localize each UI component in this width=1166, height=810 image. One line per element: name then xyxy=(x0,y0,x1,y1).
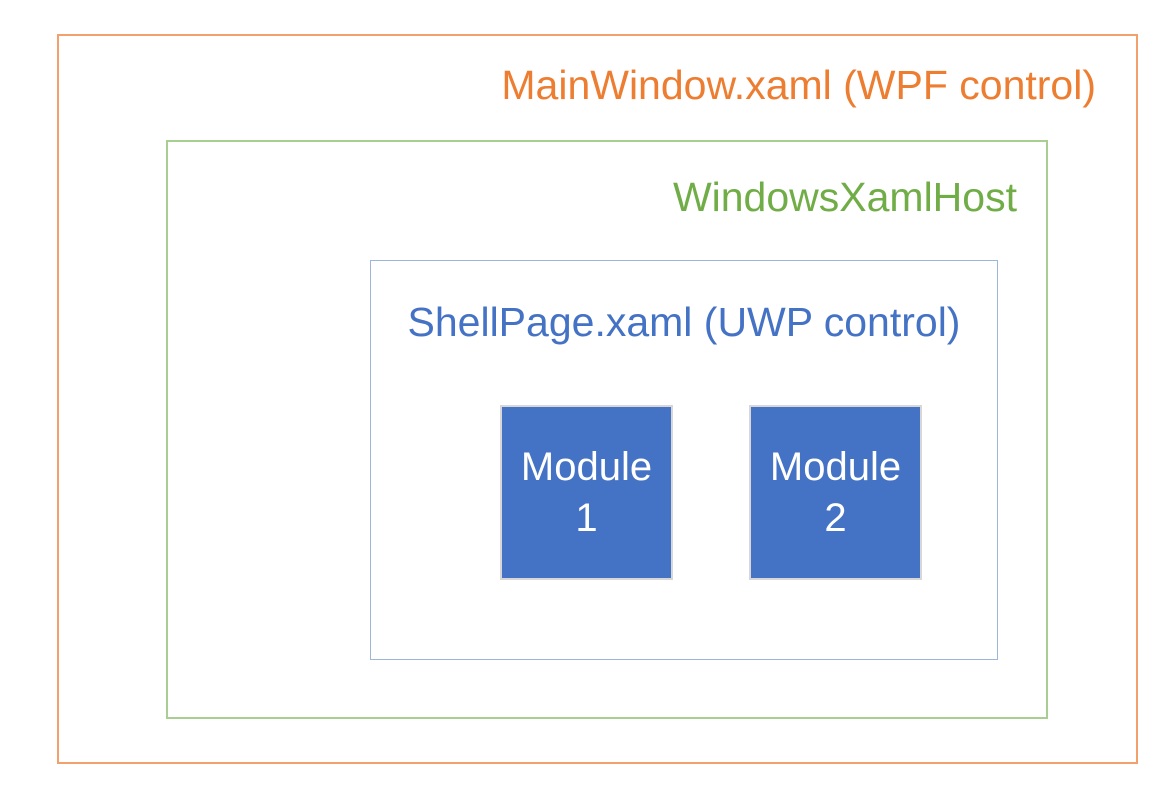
module-2-label-line2: 2 xyxy=(824,495,847,540)
windowsxamlhost-box: ShellPage.xaml (UWP control) Module 1 Mo… xyxy=(166,140,1048,719)
module-1-box: Module 1 xyxy=(500,405,673,580)
shellpage-label: ShellPage.xaml (UWP control) xyxy=(407,299,961,345)
windowsxamlhost-label: WindowsXamlHost xyxy=(672,174,1017,220)
mainwindow-label: MainWindow.xaml (WPF control) xyxy=(501,62,1096,108)
module-2-label-line1: Module xyxy=(769,444,902,489)
module-1-label-line2: 1 xyxy=(575,495,598,540)
shellpage-uwp-box: ShellPage.xaml (UWP control) Module 1 Mo… xyxy=(370,260,998,660)
module-1-label-line1: Module xyxy=(520,444,653,489)
module-2-box: Module 2 xyxy=(749,405,922,580)
mainwindow-wpf-box: ShellPage.xaml (UWP control) Module 1 Mo… xyxy=(57,34,1138,764)
